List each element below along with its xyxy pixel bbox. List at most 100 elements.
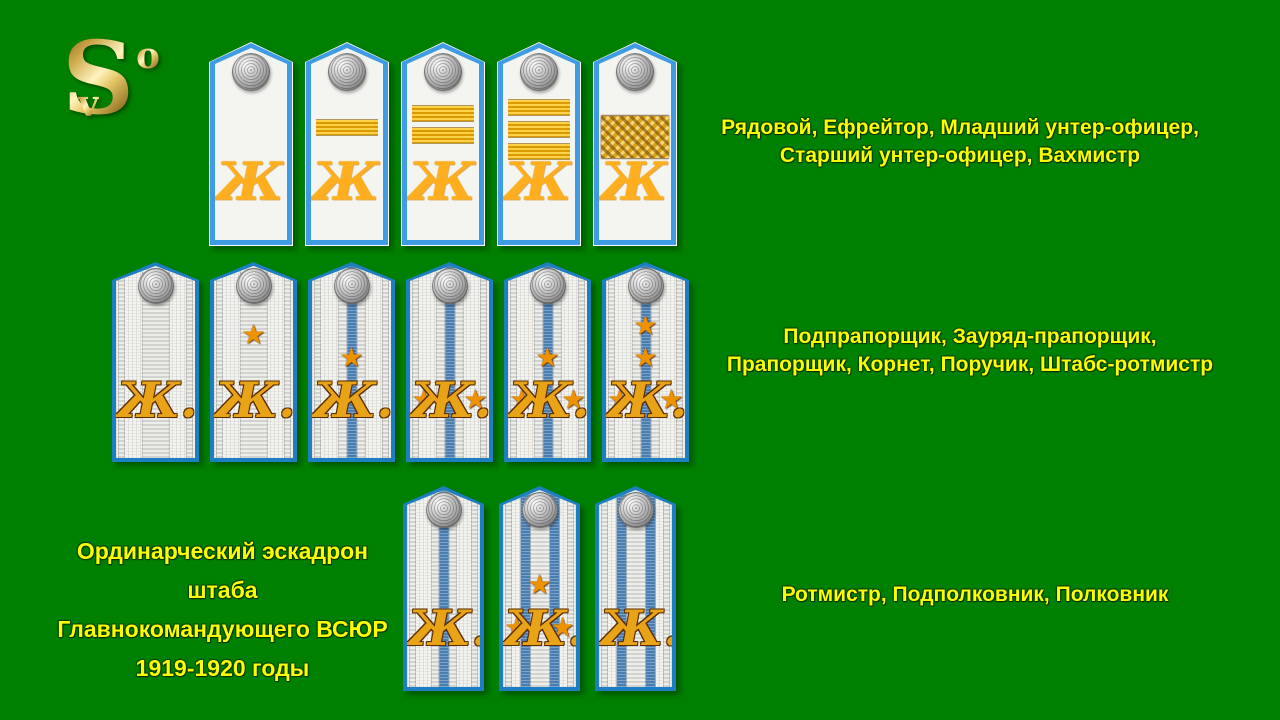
caption-line: Подпрапорщик, Зауряд-прапорщик, [783,325,1157,348]
caption-row1-ranks: Рядовой, Ефрейтор, Младший унтер-офицер,… [700,114,1220,170]
caption-line: 1919-1920 годы [135,655,310,681]
galloon-stripe [314,266,322,458]
galloon-stripe [118,266,126,458]
shoulder-board: Ж. [403,486,484,691]
zh-monogram: Ж. [311,151,383,213]
sov-watermark-logo: S o v [56,28,166,138]
board-edge-piping: ★Ж. [308,262,395,462]
shoulder-board: ★★Ж. [406,262,493,462]
prosvet-stripe [439,490,448,687]
board-field: Ж. [311,48,383,240]
zh-monogram: Ж. [503,598,576,657]
board-field: ★★★★Ж. [606,266,685,458]
board-edge-piping: ★★★Ж. [499,486,580,691]
eagle-button [616,53,654,91]
eagle-button [425,492,462,528]
rank-row-junior-officers: Ж.★Ж.★Ж.★★Ж.★★★Ж.★★★★Ж. [112,262,689,462]
rank-row-senior-officers: Ж.★★★Ж.Ж. [403,486,676,691]
logo-letter-s: S [62,19,135,137]
eagle-button [529,268,566,304]
board-field: ★★★Ж. [508,266,587,458]
caption-line: Старший унтер-офицер, Вахмистр [779,144,1141,167]
board-edge-piping: Ж. [305,42,389,246]
rank-star: ★ [504,612,529,643]
eagle-button [232,53,270,91]
board-edge-piping: Ж. [593,42,677,246]
caption-unit-title: Ординарческий эскадрон штаба Главнокоман… [40,532,405,688]
eagle-button [520,53,558,91]
eagle-button [235,268,272,304]
eagle-button [627,268,664,304]
zh-monogram: Ж. [508,371,587,430]
galloon-stripe [577,266,585,458]
logo-letter-o: o [135,35,160,77]
zh-monogram: Ж. [606,371,685,430]
shoulder-board: Ж. [112,262,199,462]
zh-monogram: Ж. [599,598,672,657]
shoulder-board: Ж. [305,42,389,246]
galloon-stripe [471,490,478,687]
board-edge-piping: Ж. [497,42,581,246]
prosvet-stripe [550,490,560,687]
galloon-stripe [479,266,487,458]
shoulder-board: Ж. [595,486,676,691]
caption-row2-ranks: Подпрапорщик, Зауряд-прапорщик, Прапорщи… [705,323,1235,379]
galloon-stripe [409,490,416,687]
gold-braid-band [601,116,669,158]
board-edge-piping: ★ Ж. [210,262,297,462]
zh-monogram: Ж. [214,371,293,430]
board-field: Ж. [215,48,287,240]
board-field: Ж. [599,490,672,687]
gold-lace-band [412,106,474,121]
shoulder-board: ★ Ж. [210,262,297,462]
prosvet-stripe [616,490,626,687]
board-edge-piping: Ж. [209,42,293,246]
zh-monogram: Ж. [599,151,671,213]
prosvet-stripe [520,490,530,687]
zh-monogram: Ж. [503,151,575,213]
board-border: Ж. [594,43,676,245]
prosvet-stripe [543,266,552,458]
shoulder-board: Ж. [497,42,581,246]
rank-star: ★ [411,384,436,415]
board-edge-piping: ★★★Ж. [504,262,591,462]
shoulder-board: Ж. [401,42,485,246]
board-border: Ж. [402,43,484,245]
logo-letter-v: v [78,83,99,125]
zh-monogram: Ж. [407,598,480,657]
eagle-button [137,268,174,304]
rank-star: ★ [659,384,684,415]
gold-lace-band [508,100,570,115]
eagle-button [617,492,654,528]
board-field: Ж. [503,48,575,240]
board-edge-piping: Ж. [401,42,485,246]
galloon-stripe [663,490,670,687]
caption-line: Прапорщик, Корнет, Поручик, Штабс-ротмис… [726,353,1214,376]
eagle-button [328,53,366,91]
caption-line: Ротмистр, Подполковник, Полковник [781,583,1169,606]
caption-line: Рядовой, Ефрейтор, Младший унтер-офицер, [721,116,1199,139]
board-field: ★★★Ж. [503,490,576,687]
rank-star: ★ [607,384,632,415]
galloon-stripe [675,266,683,458]
caption-line: Главнокомандующего ВСЮР [57,616,388,642]
shoulder-board: Ж. [593,42,677,246]
rank-star: ★ [339,342,364,373]
eagle-button [521,492,558,528]
caption-line: Ординарческий эскадрон штаба [76,538,369,603]
gold-lace-band [508,144,570,159]
rank-star: ★ [527,569,552,600]
board-field: Ж. [407,490,480,687]
board-border: Ж. [498,43,580,245]
eagle-button [333,268,370,304]
board-field: ★Ж. [312,266,391,458]
gold-lace-band [508,122,570,137]
galloon-stripe [608,266,616,458]
zh-monogram: Ж. [312,371,391,430]
rank-star: ★ [509,384,534,415]
galloon-stripe [185,266,193,458]
zh-monogram: Ж. [410,371,489,430]
rank-star: ★ [241,319,266,350]
zh-monogram: Ж. [215,151,287,213]
